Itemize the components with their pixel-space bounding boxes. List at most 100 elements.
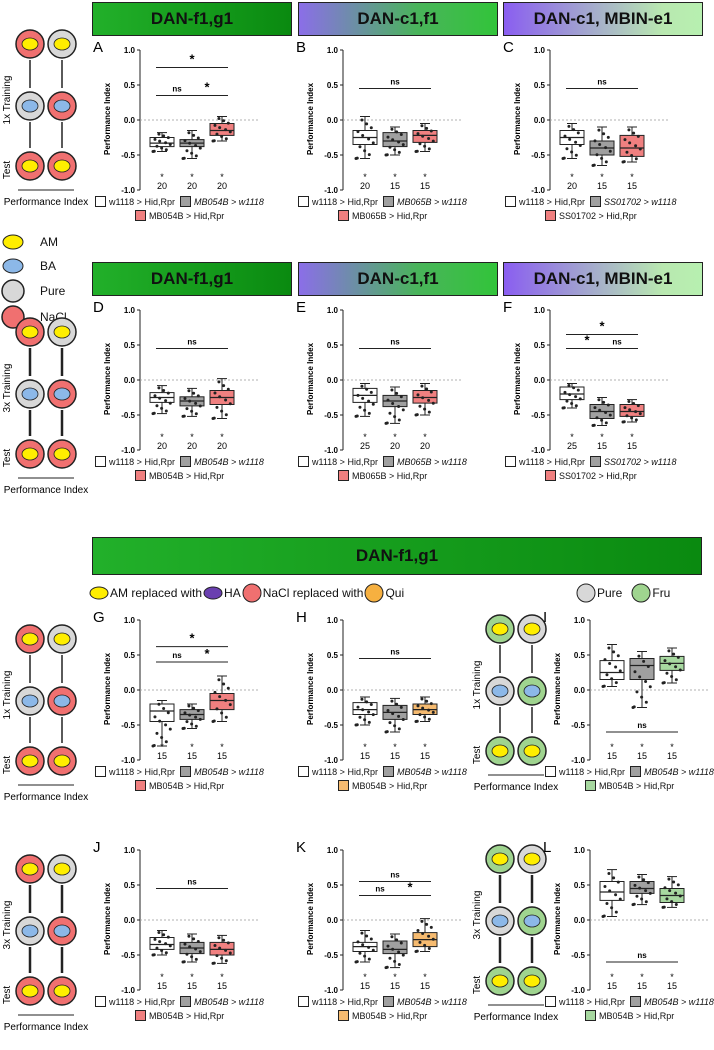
- data-point: [418, 404, 422, 408]
- y-axis-label: Performance Index: [553, 652, 562, 725]
- data-point: [391, 947, 395, 951]
- sig-label: ns: [187, 878, 197, 887]
- data-point: [391, 402, 395, 406]
- data-point: [399, 941, 403, 945]
- data-point: [602, 400, 606, 404]
- odor-blob: [21, 754, 39, 768]
- legend-row: MB054B > Hid,Rpr: [135, 1010, 224, 1021]
- pure-circle-icon: [1, 279, 25, 303]
- n-label: 20: [217, 441, 227, 451]
- legend-row: MB054B > Hid,Rpr: [338, 780, 427, 791]
- data-point: [395, 391, 399, 395]
- data-point: [194, 947, 198, 951]
- odor-blob: [523, 744, 541, 758]
- data-point: [367, 137, 371, 141]
- data-point: [638, 675, 642, 679]
- data-point: [602, 132, 606, 136]
- data-point: [158, 719, 162, 723]
- n-star: *: [570, 432, 574, 442]
- training-label: 3x Training: [2, 901, 13, 950]
- n-label: 15: [667, 981, 677, 991]
- legend-label: MB054B > w1118: [193, 456, 264, 467]
- y-tick-label: 1.0: [327, 46, 339, 55]
- data-point: [395, 702, 399, 706]
- data-point: [217, 678, 221, 682]
- data-point: [183, 711, 187, 715]
- fru-circle-icon: [631, 583, 651, 603]
- data-point: [393, 724, 397, 728]
- data-point: [668, 662, 672, 666]
- data-point: [152, 411, 156, 415]
- data-point: [168, 401, 172, 405]
- y-tick-label: 1.0: [327, 616, 339, 625]
- sig-label: *: [189, 631, 195, 646]
- data-point: [423, 407, 427, 411]
- data-point: [574, 153, 578, 157]
- n-star: *: [640, 972, 644, 982]
- data-point: [397, 950, 401, 954]
- y-tick-label: 1.0: [327, 846, 339, 855]
- n-label: 20: [360, 181, 370, 191]
- odor-blob: [21, 99, 39, 113]
- data-point: [576, 388, 580, 392]
- data-point: [642, 878, 646, 882]
- data-point: [614, 681, 618, 685]
- data-point: [188, 713, 192, 717]
- y-tick-label: 0.0: [327, 116, 339, 125]
- y-tick-label: -1.0: [121, 186, 135, 195]
- data-point: [183, 139, 187, 143]
- data-point: [576, 131, 580, 135]
- data-point: [164, 141, 168, 145]
- legend-row: w1118 > Hid,Rpr MB054B > w1118: [95, 196, 264, 207]
- n-star: *: [630, 172, 634, 182]
- y-tick-label: 0.0: [124, 686, 136, 695]
- data-point: [215, 132, 219, 136]
- data-point: [638, 147, 642, 151]
- data-point: [222, 384, 226, 388]
- y-tick-label: 0.0: [124, 376, 136, 385]
- odor-blob: [523, 622, 541, 636]
- training-label: 1x Training: [2, 76, 13, 125]
- data-point: [562, 406, 566, 410]
- header-dan-c1f1-top: DAN-c1,f1: [298, 2, 498, 36]
- data-point: [604, 411, 608, 415]
- data-point: [152, 149, 156, 153]
- data-point: [628, 141, 632, 145]
- training-label: 3x Training: [472, 891, 483, 940]
- box: [599, 881, 625, 901]
- data-point: [182, 726, 186, 730]
- data-point: [623, 138, 627, 142]
- legend-swatch: [179, 196, 191, 207]
- data-point: [604, 146, 608, 150]
- box: [629, 881, 655, 894]
- data-point: [597, 128, 601, 132]
- y-tick-label: 0.0: [534, 376, 546, 385]
- data-point: [155, 144, 159, 148]
- n-label: 20: [217, 181, 227, 191]
- header-label: DAN-c1, MBIN-e1: [533, 269, 673, 288]
- data-point: [397, 727, 401, 731]
- data-point: [425, 126, 429, 130]
- y-tick-label: 1.0: [574, 846, 586, 855]
- box: [352, 702, 378, 715]
- data-point: [421, 396, 425, 400]
- legend-row: MB054B > Hid,Rpr: [585, 780, 674, 791]
- data-point: [393, 959, 397, 963]
- data-point: [427, 398, 431, 402]
- legend-label: MB065B > w1118: [396, 456, 467, 467]
- y-axis-label: Performance Index: [103, 82, 112, 155]
- data-point: [158, 139, 162, 143]
- n-star: *: [640, 742, 644, 752]
- data-point: [157, 132, 161, 136]
- data-point: [598, 142, 602, 146]
- box: [209, 693, 235, 711]
- y-tick-label: 0.5: [124, 651, 136, 660]
- sig-label: *: [204, 80, 210, 95]
- data-point: [644, 889, 648, 893]
- data-point: [646, 881, 650, 885]
- data-point: [614, 893, 618, 897]
- data-point: [213, 944, 217, 948]
